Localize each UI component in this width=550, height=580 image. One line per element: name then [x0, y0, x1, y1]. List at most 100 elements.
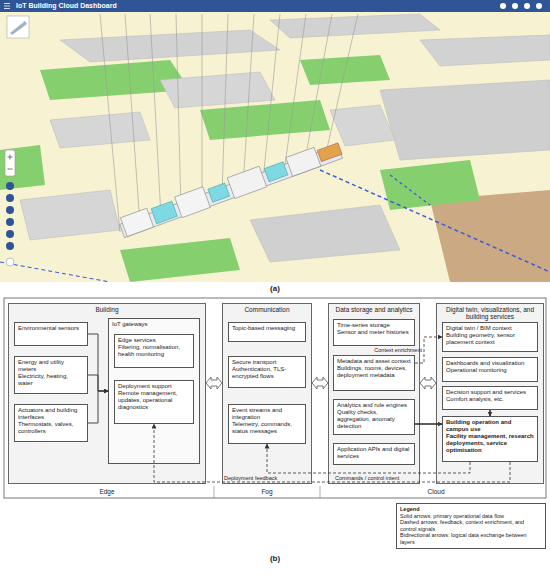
- node-body: Electricity, heating, water: [18, 373, 84, 387]
- exchange-arrow: [420, 377, 436, 389]
- node-body: Filtering, normalisation, health monitor…: [118, 344, 190, 358]
- building-wing: [120, 208, 153, 236]
- building-block: [60, 30, 280, 62]
- node-body: Quality checks, aggregation, anomaly det…: [337, 409, 411, 430]
- road-line: [390, 175, 430, 205]
- node-heading: Data storage and analytics: [332, 306, 416, 313]
- zoom-control: [5, 150, 15, 176]
- node-heading: Time-series storage: [337, 322, 411, 329]
- thumbnail: [7, 16, 29, 38]
- glass-wing: [208, 183, 230, 202]
- leader-line: [304, 14, 332, 165]
- legend-entry: Dashed arrows: feedback, context enrichm…: [400, 519, 542, 532]
- leader-line: [150, 14, 161, 217]
- node-body: Telemetry, commands, status messages: [232, 421, 302, 435]
- tool-button: [6, 194, 14, 202]
- node-body: Building geometry, sensor placement cont…: [446, 332, 534, 346]
- component-box: Building operation and campus useFacilit…: [442, 416, 538, 462]
- component-box: Application APIs and digital services: [333, 443, 415, 465]
- band-divider: [214, 486, 215, 498]
- header-icon: [500, 3, 506, 9]
- map-ground: [0, 0, 550, 282]
- leader-line: [222, 14, 228, 195]
- tier-label: Cloud: [428, 488, 445, 496]
- node-heading: Dashboards and visualization: [446, 360, 534, 367]
- node-body: Buildings, rooms, devices, deployment me…: [337, 365, 411, 379]
- layer-panel: BuildingEnvironmental sensorsEnergy and …: [8, 303, 206, 484]
- header-bar: [0, 0, 550, 12]
- leader-line: [284, 14, 306, 172]
- green-area: [380, 160, 480, 210]
- building-base: [120, 145, 343, 238]
- component-box: Topic-based messaging: [228, 322, 306, 342]
- flow-connector: [415, 423, 442, 425]
- panel-label: (b): [270, 554, 280, 564]
- header-icon: [536, 3, 542, 9]
- component-box: Energy and utility metersElectricity, he…: [14, 356, 88, 394]
- tool-button: [6, 182, 14, 190]
- leader-line: [243, 14, 254, 187]
- tool-button: [6, 206, 14, 214]
- node-heading: Actuators and building interfaces: [18, 407, 84, 421]
- component-box: Digital twin / BIM contextBuilding geome…: [442, 322, 538, 352]
- building-wing: [286, 147, 321, 176]
- node-body: Sensor and meter histories: [337, 329, 411, 336]
- node-heading: Decision support and services: [446, 389, 534, 396]
- node-body: Operational monitoring: [446, 367, 534, 374]
- component-box: Event streams and integrationTelemetry, …: [228, 404, 306, 444]
- component-box: Deployment supportRemote management, upd…: [114, 380, 194, 424]
- leader-line: [125, 14, 140, 225]
- leader-line: [100, 14, 120, 232]
- leader-line: [325, 14, 358, 157]
- tier-label: Fog: [261, 488, 272, 496]
- glass-wing: [151, 201, 177, 224]
- terrain-area: [430, 190, 550, 282]
- component-box: Dashboards and visualizationOperational …: [442, 357, 538, 382]
- layer-panel: Data storage and analyticsTime-series st…: [328, 303, 420, 484]
- building-block: [250, 205, 400, 262]
- green-area: [120, 238, 240, 282]
- app-title: IoT Building Cloud Dashboard: [16, 2, 117, 10]
- tool-button: [6, 230, 14, 238]
- zoom-symbols: [8, 155, 13, 170]
- node-heading: Topic-based messaging: [232, 325, 302, 332]
- node-body: Remote management, updates, operational …: [118, 390, 190, 411]
- tool-button: [6, 218, 14, 226]
- node-body: Thermostats, valves, controllers: [18, 421, 84, 435]
- road-line: [0, 262, 110, 282]
- dashboard-screenshot: [0, 0, 550, 282]
- node-heading: IoT gateways: [112, 321, 196, 328]
- header-icon: [524, 3, 530, 9]
- building-wing: [175, 187, 211, 218]
- node-heading: Communication: [226, 306, 308, 313]
- highlighted-wing: [317, 143, 342, 162]
- tool-button: [6, 258, 14, 266]
- layer-panel: Digital twin, visualizations, and buildi…: [436, 303, 544, 484]
- green-area: [0, 145, 45, 190]
- node-heading: Analytics and rule engines: [337, 402, 411, 409]
- legend-box: LegendSolid arrows: primary operational …: [396, 503, 546, 549]
- green-area: [200, 100, 330, 140]
- building-block: [330, 105, 395, 146]
- connector-label: Deployment feedback: [224, 475, 277, 481]
- building-block: [50, 112, 150, 148]
- node-heading: Digital twin, visualizations, and buildi…: [440, 306, 540, 320]
- band-divider: [320, 486, 321, 498]
- component-box: Analytics and rule enginesQuality checks…: [333, 399, 415, 435]
- component-box: Metadata and asset contextBuildings, roo…: [333, 355, 415, 391]
- building-block: [20, 190, 120, 240]
- node-heading: Building: [12, 306, 202, 313]
- leader-line: [176, 14, 181, 210]
- legend-entry: Bidirectional arrows: logical data excha…: [400, 532, 542, 545]
- node-body: Comfort analysis, etc.: [446, 396, 534, 403]
- node-body: Authentication, TLS-encrypted flows: [232, 366, 302, 380]
- component-box: Actuators and building interfacesThermos…: [14, 404, 88, 442]
- flow-connector: [489, 410, 491, 416]
- glass-wing: [264, 162, 288, 182]
- building-block: [420, 35, 550, 66]
- panel-label: (a): [270, 284, 280, 294]
- leader-line: [202, 14, 203, 202]
- menu-icon: [4, 4, 10, 9]
- building-block: [160, 72, 275, 108]
- building-block: [380, 80, 550, 160]
